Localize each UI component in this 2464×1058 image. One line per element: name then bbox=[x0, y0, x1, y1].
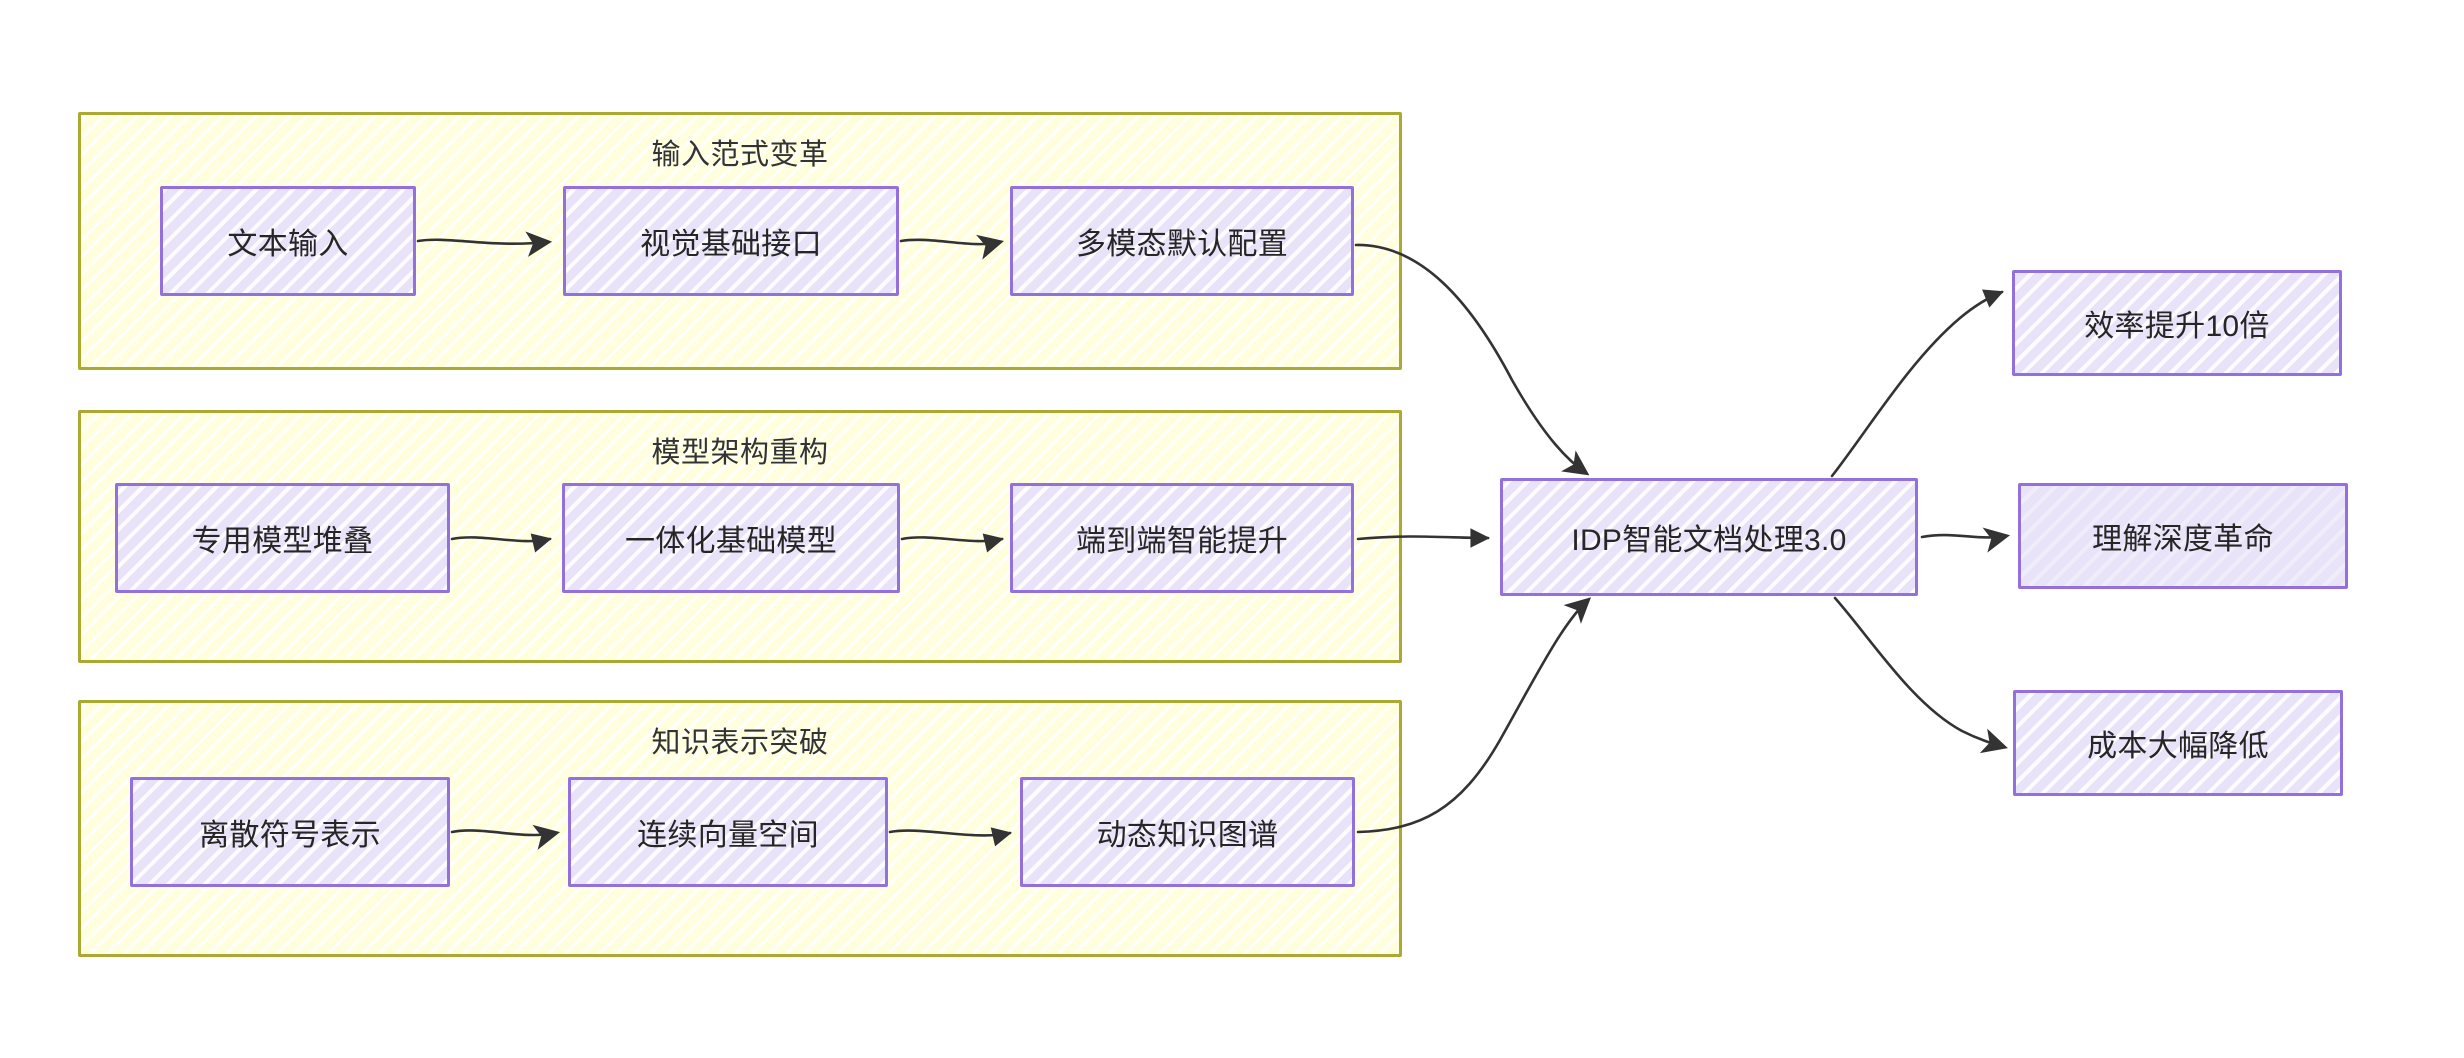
cluster-title-knowledge-representation: 知识表示突破 bbox=[651, 727, 829, 759]
node-continuous-vector[interactable]: 连续向量空间 bbox=[568, 777, 888, 887]
node-label-dynamic-knowledge-graph: 动态知识图谱 bbox=[1096, 819, 1279, 852]
node-dedicated-model-stack[interactable]: 专用模型堆叠 bbox=[115, 483, 450, 593]
node-label-cost-reduction: 成本大幅降低 bbox=[2087, 730, 2269, 763]
node-label-unified-foundation-model: 一体化基础模型 bbox=[624, 525, 838, 558]
node-end-to-end-intelligence[interactable]: 端到端智能提升 bbox=[1010, 483, 1354, 593]
node-label-idp-core: IDP智能文档处理3.0 bbox=[1571, 524, 1847, 557]
node-multimodal-default[interactable]: 多模态默认配置 bbox=[1010, 186, 1354, 296]
node-label-discrete-symbol: 离散符号表示 bbox=[199, 819, 381, 852]
node-unified-foundation-model[interactable]: 一体化基础模型 bbox=[562, 483, 900, 593]
node-comprehension-revolution[interactable]: 理解深度革命 bbox=[2018, 483, 2348, 589]
node-label-vision-base-api: 视觉基础接口 bbox=[640, 228, 822, 261]
node-label-continuous-vector: 连续向量空间 bbox=[637, 819, 819, 852]
edge-idp-core-to-cost-reduction bbox=[1833, 596, 2008, 754]
cluster-title-input-paradigm: 输入范式变革 bbox=[651, 139, 829, 171]
node-text-input[interactable]: 文本输入 bbox=[160, 186, 416, 296]
node-label-comprehension-revolution: 理解深度革命 bbox=[2092, 523, 2274, 556]
node-label-efficiency-gain: 效率提升10倍 bbox=[2084, 310, 2270, 343]
node-label-text-input: 文本输入 bbox=[227, 228, 349, 261]
node-label-end-to-end-intelligence: 端到端智能提升 bbox=[1075, 525, 1289, 558]
node-efficiency-gain[interactable]: 效率提升10倍 bbox=[2012, 270, 2342, 376]
node-dynamic-knowledge-graph[interactable]: 动态知识图谱 bbox=[1020, 777, 1355, 887]
edge-idp-core-to-comprehension-revolution bbox=[1920, 527, 2011, 553]
edge-idp-core-to-efficiency-gain bbox=[1830, 289, 2004, 478]
node-label-dedicated-model-stack: 专用模型堆叠 bbox=[191, 525, 374, 558]
node-vision-base-api[interactable]: 视觉基础接口 bbox=[563, 186, 899, 296]
node-label-multimodal-default: 多模态默认配置 bbox=[1075, 228, 1289, 261]
node-cost-reduction[interactable]: 成本大幅降低 bbox=[2013, 690, 2343, 796]
node-idp-core[interactable]: IDP智能文档处理3.0 bbox=[1500, 478, 1918, 596]
cluster-title-model-architecture: 模型架构重构 bbox=[651, 437, 829, 469]
node-discrete-symbol[interactable]: 离散符号表示 bbox=[130, 777, 450, 887]
